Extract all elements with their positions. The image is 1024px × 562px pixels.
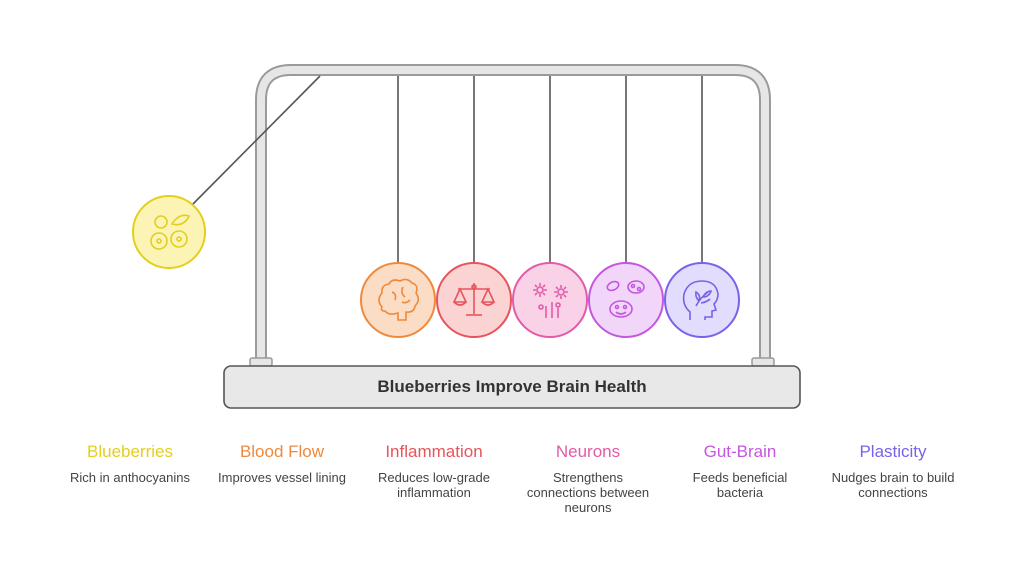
- frame-foot-left: [249, 357, 273, 367]
- frame-foot-right: [751, 357, 775, 367]
- item-title: Plasticity: [859, 442, 927, 461]
- cradle-frame-inner: [257, 66, 769, 366]
- item-title: Gut-Brain: [703, 442, 777, 461]
- label-neurons: Neurons Strengthens connections between …: [518, 440, 658, 515]
- ball-inflammation: [436, 262, 512, 338]
- label-blood-flow: Blood Flow Improves vessel lining: [212, 440, 352, 485]
- label-blueberries: Blueberries Rich in anthocyanins: [60, 440, 200, 485]
- item-desc: Rich in anthocyanins: [70, 470, 190, 485]
- base-title: Blueberries Improve Brain Health: [377, 377, 647, 396]
- labels-row: Blueberries Rich in anthocyanins Blood F…: [0, 440, 1024, 540]
- neuron-flowers-icon: [533, 283, 568, 318]
- bacteria-icon: [606, 280, 645, 318]
- ball-plasticity: [664, 262, 740, 338]
- brain-icon: [378, 278, 420, 321]
- label-inflammation: Inflammation Reduces low-grade inflammat…: [364, 440, 504, 500]
- cradle-base: [223, 365, 801, 409]
- item-desc: Nudges brain to build connections: [831, 470, 955, 500]
- head-leaf-icon: [682, 280, 719, 320]
- item-title: Blueberries: [87, 442, 173, 461]
- ball-blood-flow: [360, 262, 436, 338]
- label-gut-brain: Gut-Brain Feeds beneficial bacteria: [670, 440, 810, 500]
- ball-gut-brain: [588, 262, 664, 338]
- string-blueberries: [191, 75, 321, 206]
- item-title: Blood Flow: [239, 442, 325, 461]
- balance-scale-icon: [452, 283, 496, 316]
- blueberries-icon: [150, 214, 191, 250]
- item-title: Neurons: [555, 442, 621, 461]
- item-desc: Improves vessel lining: [218, 470, 346, 485]
- item-desc: Feeds beneficial bacteria: [692, 470, 788, 500]
- ball-neurons: [512, 262, 588, 338]
- item-title: Inflammation: [385, 442, 483, 461]
- label-plasticity: Plasticity Nudges brain to build connect…: [823, 440, 963, 500]
- item-desc: Strengthens connections between neurons: [526, 470, 650, 515]
- item-desc: Reduces low-grade inflammation: [377, 470, 490, 500]
- ball-blueberries: [132, 195, 206, 269]
